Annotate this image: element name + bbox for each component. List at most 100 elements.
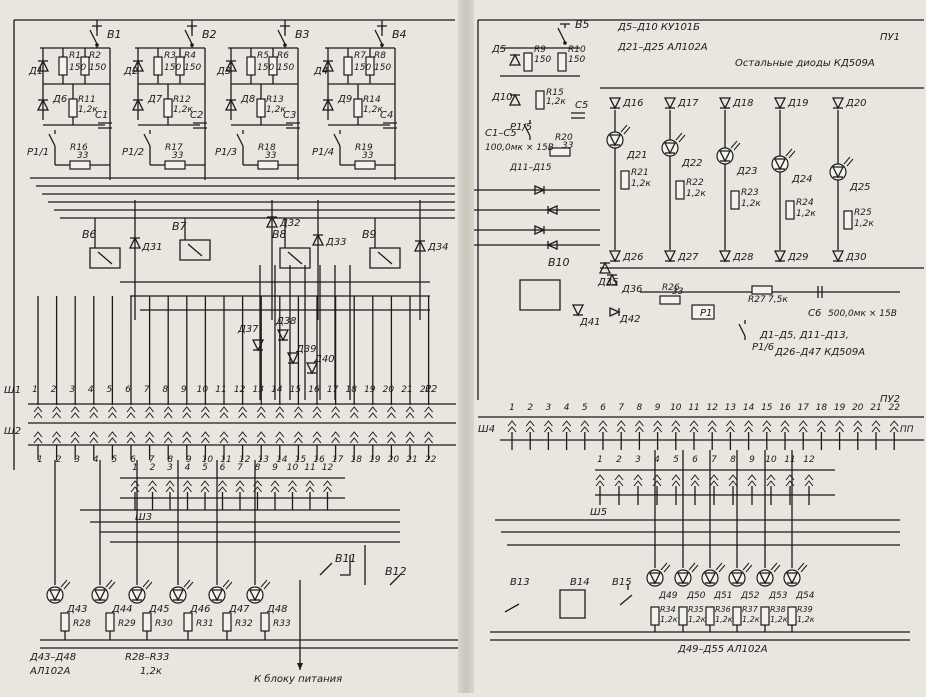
resistor-label: R16 [70, 143, 88, 153]
diode-body [48, 589, 62, 602]
d41-label: Д41 [579, 317, 601, 328]
switch-pivot [95, 43, 99, 47]
pin-b3 [305, 480, 315, 493]
pin-number-top: 16 [308, 385, 320, 395]
switch-b5 [557, 23, 570, 43]
resistor-value: 150 [69, 63, 86, 73]
b15-label: В15 [612, 577, 632, 588]
top-diode-3 [224, 59, 238, 72]
bottom-resistor [142, 612, 152, 632]
pin-b3 [183, 480, 192, 493]
relay-contact [236, 130, 244, 150]
pin-number-b3: 10 [287, 463, 299, 473]
b11-switch [319, 555, 351, 576]
bottom-resistor [183, 612, 193, 632]
note-power: К блоку питания [254, 673, 342, 685]
bottom-led-label: Д47 [228, 604, 250, 615]
pin-mid [238, 431, 247, 444]
pin-number-top: 15 [290, 385, 302, 395]
d31 [128, 236, 142, 249]
pin-number-mid: 9 [186, 455, 192, 465]
right-pin [671, 420, 681, 433]
mid-switch-blade [287, 251, 303, 265]
c5-label: C5 [575, 100, 588, 111]
b14-switch [559, 589, 586, 619]
note-top-diodes: Д5–Д10 КУ101Б [617, 22, 700, 33]
diode-body [93, 589, 107, 602]
right-pin-number: 10 [670, 403, 682, 413]
right-b5-pin: 4 [654, 455, 660, 465]
bottom-res-r-value: 1,2к [660, 615, 678, 624]
right-pin [544, 420, 553, 433]
pin-mid [89, 431, 99, 444]
pin-mid [387, 431, 396, 444]
pin-mid [182, 431, 192, 444]
led-diode [758, 572, 772, 585]
pin-number-b3: 8 [255, 463, 261, 473]
pin-top [201, 406, 210, 419]
bottom-resistor-r [760, 606, 770, 626]
diode-body [608, 97, 622, 110]
top-row-diode [773, 97, 787, 110]
bottom-resistor-r [705, 606, 715, 626]
right-pin-number: 15 [761, 403, 773, 413]
note-cap-spec-value: 100,0мк × 15В [485, 143, 554, 153]
pin-number-mid: 21 [406, 455, 417, 465]
right-b5-pin: 6 [692, 455, 698, 465]
row3-resistor [69, 160, 91, 170]
capacitor-1 [98, 122, 112, 129]
pin-number-top: 1 [32, 385, 38, 395]
diode-body [773, 97, 787, 110]
diode-body [831, 97, 845, 110]
d33 [311, 233, 325, 246]
led-diode [663, 142, 677, 155]
resistor-value: 150 [354, 63, 371, 73]
pin-top [294, 406, 303, 419]
led-resistor-value: 1,2к [796, 209, 816, 219]
d10-label: Д10 [491, 92, 513, 103]
r10-label: R10 [568, 45, 586, 55]
capacitor-label: C2 [190, 110, 203, 121]
r20-label: R20 [555, 133, 573, 143]
right-pin [580, 420, 590, 433]
pin-top [126, 406, 136, 419]
r20 [549, 147, 571, 157]
pin-mid [201, 431, 210, 444]
mid-switch-blade [97, 251, 113, 265]
top-row-diode-label: Д20 [845, 98, 867, 109]
bottom-res-r-value: 1,2к [715, 615, 733, 624]
note-bottom-leds: Д49–Д55 АЛ102А [677, 644, 768, 655]
resistor-value: 150 [257, 63, 274, 73]
pin-number-mid: 7 [149, 455, 155, 465]
relay-label: Р1/3 [215, 147, 237, 158]
led-resistor-label: R24 [796, 198, 814, 208]
mid-switch-blade [377, 251, 393, 265]
led-resistor-value: 1,2к [854, 219, 874, 229]
resistor-value: 33 [265, 151, 277, 161]
right-b5-pin-arrow [747, 474, 757, 487]
led-diode [210, 589, 224, 602]
switch-pivot [563, 41, 567, 45]
right-b5-pin: 7 [711, 455, 717, 465]
right-b5-pin-arrow [728, 474, 738, 487]
row2-diode [224, 98, 238, 111]
r9-label: R9 [534, 45, 546, 55]
right-pin [817, 420, 826, 433]
diode-body [546, 239, 558, 251]
top-switch-3 [277, 25, 290, 45]
diode-body [546, 204, 558, 216]
components [33, 23, 899, 670]
right-pin [762, 420, 772, 433]
right-pin-number: 18 [816, 403, 828, 413]
d35-label: Д35 [597, 277, 619, 288]
right-pin [707, 420, 717, 433]
relay-label: Р1/1 [27, 147, 49, 158]
pin-b3 [130, 480, 140, 493]
resistor-value: 150 [184, 63, 201, 73]
pin-mid [349, 431, 359, 444]
led-diode [48, 589, 62, 602]
pin-b3 [323, 480, 332, 493]
led-diode [676, 572, 690, 585]
capacitor-3 [286, 122, 300, 129]
diode-body [785, 572, 799, 585]
